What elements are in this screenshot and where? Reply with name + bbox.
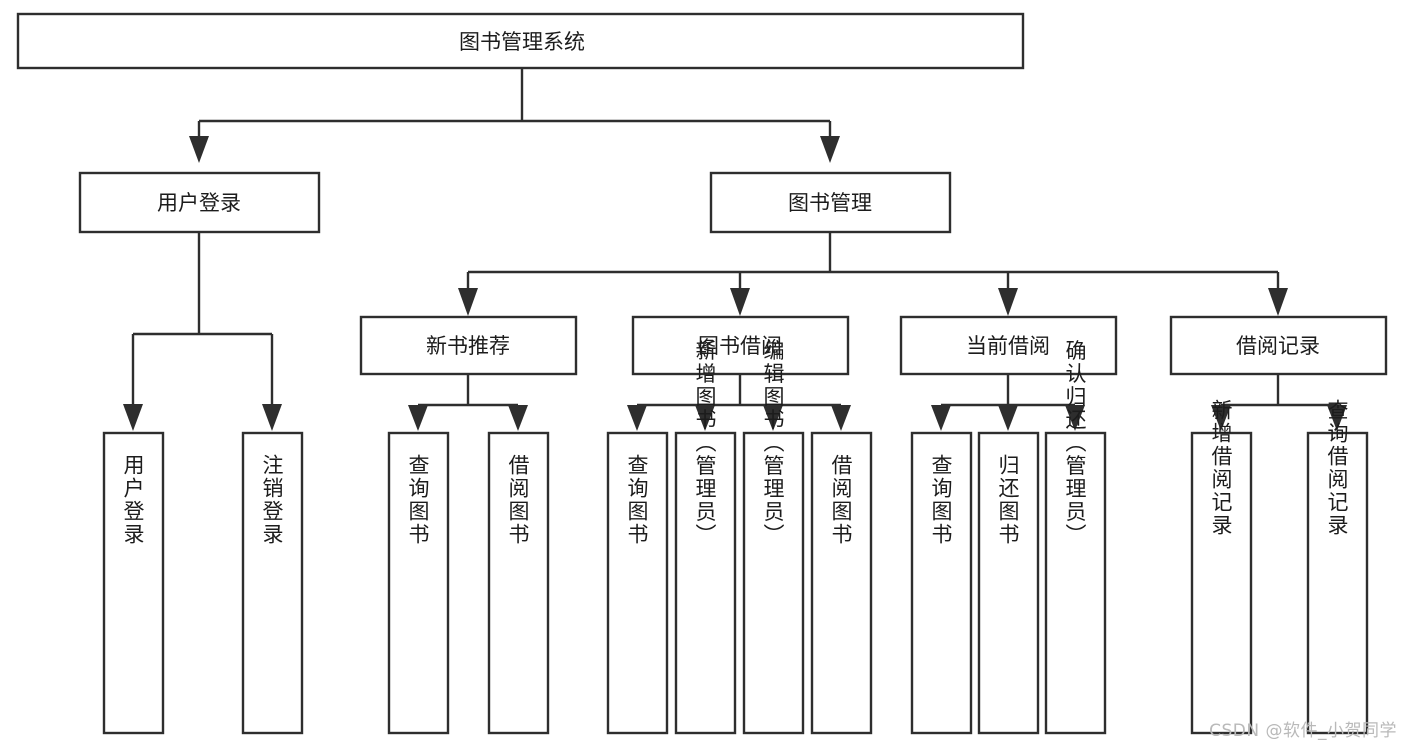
connector-currentborrow-to-leaves — [931, 374, 1085, 431]
arrow-head-icon — [508, 405, 528, 431]
node-leaf-logout[interactable]: 注销登录 — [241, 431, 304, 735]
arrow-head-icon — [831, 405, 851, 431]
node-borrow-record[interactable]: 借阅记录 — [1169, 315, 1388, 376]
node-borrow-record-label: 借阅记录 — [1236, 334, 1320, 358]
node-book-borrow[interactable]: 图书借阅 — [631, 315, 850, 376]
node-book-borrow-label: 图书借阅 — [698, 334, 782, 358]
node-leaf-borrow-book-1[interactable]: 借阅图书 — [487, 431, 550, 735]
connector-newbook-to-leaves — [408, 374, 528, 431]
arrow-head-icon — [730, 288, 750, 316]
node-user-login[interactable]: 用户登录 — [78, 171, 321, 234]
node-new-book-rec[interactable]: 新书推荐 — [359, 315, 578, 376]
arrow-head-icon — [408, 405, 428, 431]
node-leaf-return-book[interactable]: 归还图书 — [977, 431, 1040, 735]
connector-borrowrecord-to-leaves — [1211, 374, 1347, 431]
node-leaf-add-record-label: 新增借阅记录 — [1209, 399, 1233, 537]
connector-bookmanage-to-level2 — [458, 232, 1288, 316]
node-leaf-query-record[interactable]: 查询借阅记录 — [1306, 399, 1369, 735]
node-leaf-user-login[interactable]: 用户登录 — [102, 431, 165, 735]
arrow-head-icon — [1268, 288, 1288, 316]
arrow-head-icon — [262, 404, 282, 431]
node-leaf-query-book-2[interactable]: 查询图书 — [606, 431, 669, 735]
node-root-label: 图书管理系统 — [459, 30, 585, 54]
arrow-head-icon — [1065, 405, 1085, 431]
node-user-login-label: 用户登录 — [157, 191, 241, 215]
node-leaf-add-book-label: 新增图书（管理员） — [693, 340, 717, 547]
arrow-head-icon — [763, 405, 783, 431]
node-leaf-query-book-1[interactable]: 查询图书 — [387, 431, 450, 735]
node-leaf-borrow-book-2[interactable]: 借阅图书 — [810, 431, 873, 735]
arrow-head-icon — [189, 136, 209, 163]
arrow-head-icon — [1211, 405, 1231, 431]
connector-root-to-level1 — [189, 68, 840, 163]
connector-bookborrow-to-leaves — [627, 374, 851, 431]
node-leaf-edit-book-label: 编辑图书（管理员） — [761, 340, 785, 547]
node-book-manage-label: 图书管理 — [788, 191, 872, 215]
node-leaf-borrow-book-1-label: 借阅图书 — [506, 454, 530, 546]
connector-userlogin-to-leaves — [123, 232, 282, 431]
node-leaf-user-login-label: 用户登录 — [121, 454, 145, 546]
node-leaf-confirm-return-label: 确认归还（管理员） — [1063, 340, 1087, 547]
node-leaf-logout-label: 注销登录 — [260, 454, 284, 546]
node-leaf-query-book-2-label: 查询图书 — [625, 454, 649, 546]
arrow-head-icon — [820, 136, 840, 163]
node-leaf-add-book[interactable]: 新增图书（管理员） — [674, 340, 737, 735]
arrow-head-icon — [1327, 405, 1347, 431]
node-book-manage[interactable]: 图书管理 — [709, 171, 952, 234]
arrow-head-icon — [695, 405, 715, 431]
arrow-head-icon — [931, 405, 951, 431]
node-leaf-edit-book[interactable]: 编辑图书（管理员） — [742, 340, 805, 735]
arrow-head-icon — [998, 288, 1018, 316]
node-root[interactable]: 图书管理系统 — [16, 12, 1025, 70]
node-leaf-query-book-3-label: 查询图书 — [929, 454, 953, 546]
node-leaf-add-record[interactable]: 新增借阅记录 — [1190, 399, 1253, 735]
node-leaf-borrow-book-2-label: 借阅图书 — [829, 454, 853, 546]
node-leaf-query-book-1-label: 查询图书 — [406, 454, 430, 546]
node-current-borrow[interactable]: 当前借阅 — [899, 315, 1118, 376]
arrow-head-icon — [627, 405, 647, 431]
node-leaf-query-record-label: 查询借阅记录 — [1325, 399, 1349, 537]
arrow-head-icon — [123, 404, 143, 431]
node-current-borrow-label: 当前借阅 — [966, 334, 1050, 358]
node-new-book-rec-label: 新书推荐 — [426, 334, 510, 358]
arrow-head-icon — [458, 288, 478, 316]
arrow-head-icon — [998, 405, 1018, 431]
node-leaf-query-book-3[interactable]: 查询图书 — [910, 431, 973, 735]
watermark-text: CSDN @软件_小贺同学 — [1209, 721, 1397, 741]
node-leaf-confirm-return[interactable]: 确认归还（管理员） — [1044, 340, 1107, 735]
node-leaf-return-book-label: 归还图书 — [996, 454, 1020, 546]
